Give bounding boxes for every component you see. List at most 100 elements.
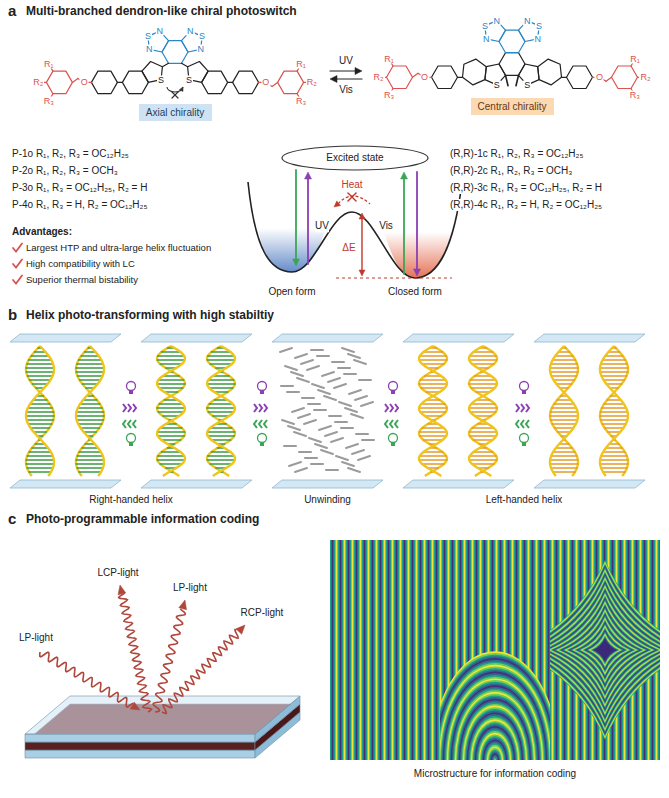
closed-well-fill bbox=[384, 232, 452, 278]
compound-entry: P-4o R₁, R₃ = H, R₂ = OC₁₂H₂₅ bbox=[12, 199, 147, 211]
fringe-stripe bbox=[432, 540, 433, 760]
arrow-head bbox=[179, 600, 187, 610]
lc-molecule bbox=[295, 468, 307, 472]
nitrogen-atom: N bbox=[186, 27, 195, 36]
light-beam bbox=[40, 652, 133, 707]
helix-rung bbox=[207, 431, 235, 433]
chevron-arrow bbox=[395, 404, 398, 412]
helix-rung bbox=[550, 411, 577, 413]
r-group: R₃ bbox=[383, 91, 395, 100]
helix-rung bbox=[27, 363, 53, 365]
oxygen-atom: O bbox=[595, 73, 604, 82]
fringe-stripe bbox=[395, 540, 396, 760]
compound-entry: (R,R)-1c R₁, R₂, R₃ = OC₁₂H₂₅ bbox=[450, 148, 583, 160]
helix-rung bbox=[32, 447, 48, 449]
fringe-diamond bbox=[596, 641, 614, 659]
fringe-stripe bbox=[413, 540, 414, 760]
helix-rung bbox=[82, 447, 98, 449]
fringe-arc bbox=[467, 712, 523, 760]
fringe-diamond bbox=[600, 645, 610, 655]
glass-slide bbox=[403, 480, 514, 488]
fringe-stripe bbox=[408, 540, 409, 760]
fringe-diamond bbox=[567, 612, 643, 688]
helix-rung bbox=[28, 407, 52, 409]
fringe-diamond bbox=[598, 643, 612, 657]
fringe-arc bbox=[493, 757, 497, 760]
helix-rung bbox=[160, 463, 182, 465]
fringe-arc bbox=[483, 740, 507, 760]
lc-molecule bbox=[305, 457, 317, 459]
fringe-arc bbox=[469, 716, 521, 760]
fringe-arc bbox=[454, 690, 536, 760]
lc-molecule bbox=[349, 390, 361, 394]
fringe-diamond bbox=[586, 631, 624, 669]
compound-entry: (R,R)-4c R₁, R₃ = H, R₂ = OC₁₂H₂₅ bbox=[450, 199, 602, 211]
fringe-stripe bbox=[349, 540, 350, 760]
fringe-stripe bbox=[439, 540, 440, 760]
fringe-arc bbox=[449, 682, 541, 760]
helix-rung bbox=[552, 407, 576, 409]
fringe-stripe bbox=[435, 540, 436, 760]
helix-label: Right-handed helix bbox=[89, 494, 172, 506]
helix-rung bbox=[472, 463, 494, 465]
fringe-stripe bbox=[390, 540, 391, 760]
ring bbox=[432, 66, 458, 89]
glass-slide bbox=[272, 480, 383, 488]
lc-molecule bbox=[345, 408, 357, 412]
fringe-stripe bbox=[379, 540, 380, 760]
fringe-diamond bbox=[578, 623, 632, 677]
bond bbox=[606, 77, 612, 81]
bulb-icon bbox=[127, 434, 136, 443]
helix-rung bbox=[603, 471, 625, 473]
fringe-arc bbox=[453, 689, 537, 760]
fringe-arc bbox=[456, 694, 534, 760]
light-label: LP-light bbox=[19, 632, 53, 644]
arrow-head bbox=[305, 172, 312, 179]
helix-strand bbox=[157, 346, 185, 476]
compound-entry: P-1o R₁, R₂, R₃ = OC₁₂H₂₅ bbox=[12, 148, 129, 160]
lc-molecule bbox=[307, 366, 319, 370]
helix-rung bbox=[77, 419, 104, 421]
helix-rung bbox=[29, 471, 51, 473]
chevron-arrow bbox=[516, 420, 519, 428]
fringe-diamond bbox=[591, 636, 619, 664]
lc-molecule bbox=[308, 403, 320, 405]
helix-rung bbox=[605, 355, 623, 357]
fringe-stripe bbox=[356, 540, 357, 760]
state-label: Closed form bbox=[388, 286, 442, 298]
fringe-stripe bbox=[396, 540, 397, 760]
helix-strand bbox=[76, 346, 104, 476]
lc-molecule bbox=[359, 379, 371, 381]
fringe-arc bbox=[476, 728, 514, 760]
fringe-arc bbox=[488, 748, 502, 760]
fringe-diamond bbox=[593, 638, 617, 662]
fringe-stripe bbox=[433, 540, 434, 760]
fringe-diamond bbox=[550, 562, 660, 738]
state-label: Open form bbox=[268, 286, 315, 298]
chevron-arrow bbox=[264, 404, 267, 412]
fringe-arc bbox=[489, 750, 501, 760]
helix-rung bbox=[600, 463, 628, 465]
sulfur-atom: S bbox=[523, 80, 531, 89]
arrow-head bbox=[118, 585, 126, 595]
lc-molecule bbox=[315, 444, 327, 448]
r-group: R₂ bbox=[32, 78, 44, 87]
fringe-arc bbox=[481, 736, 509, 760]
helix-rung bbox=[157, 407, 185, 409]
arrow-head bbox=[130, 702, 140, 710]
fringe-stripe bbox=[355, 540, 356, 760]
chevron-arrow bbox=[123, 420, 126, 428]
helix-rung bbox=[600, 367, 628, 369]
glass-slide bbox=[272, 334, 383, 342]
fringe-arc bbox=[440, 651, 550, 760]
fringe-arc bbox=[490, 752, 500, 761]
helix-rung bbox=[79, 451, 101, 453]
nitrogen-atom: N bbox=[145, 45, 154, 54]
fringe-stripe bbox=[331, 540, 332, 760]
lc-molecule bbox=[325, 432, 337, 436]
glass-slide bbox=[403, 334, 514, 342]
lc-molecule bbox=[317, 355, 329, 357]
helix-rung bbox=[600, 415, 628, 417]
helix-rung bbox=[472, 427, 494, 429]
helix-rung bbox=[470, 435, 497, 437]
